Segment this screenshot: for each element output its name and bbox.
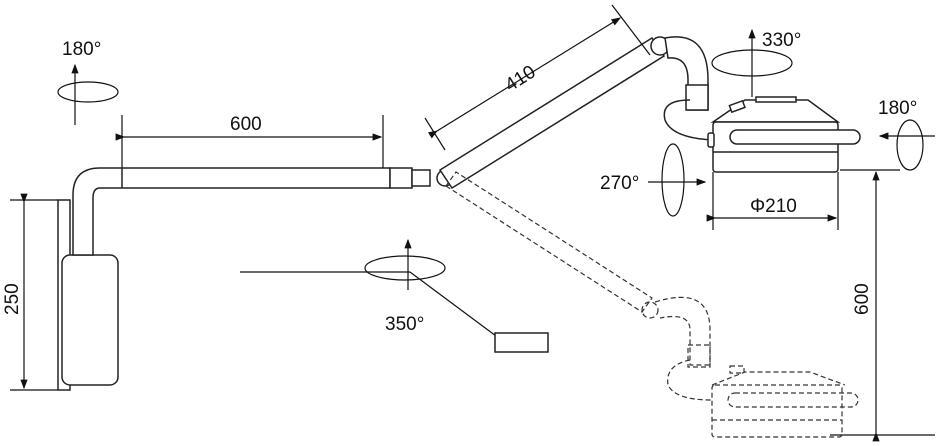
- arm-rotation-label: 350°: [385, 314, 424, 335]
- vertical-reach-dimension: 600: [830, 169, 935, 442]
- wall-rotation-indicator: 180°: [57, 39, 119, 125]
- horizontal-arm-label: 600: [230, 114, 262, 135]
- lowered-arm-position: [445, 171, 859, 438]
- head-vertical-rotation-label: 330°: [762, 30, 801, 51]
- upper-arm: [438, 36, 714, 190]
- horizontal-arm-dimension: 600: [115, 114, 384, 168]
- head-vertical-rotation-indicator: 330°: [711, 28, 801, 97]
- head-diameter-label: Φ210: [750, 196, 797, 217]
- wall-box-height-dimension: 250: [2, 193, 58, 391]
- arm-joint: [389, 167, 454, 189]
- head-side-rotation-indicator: 270°: [600, 143, 707, 217]
- vertical-reach-label: 600: [852, 283, 873, 315]
- lamp-head: [707, 96, 861, 173]
- head-tilt-rotation-indicator: 180°: [878, 98, 935, 171]
- head-diameter-dimension: Φ210: [706, 172, 839, 230]
- head-side-rotation-label: 270°: [600, 173, 639, 194]
- upper-arm-label: 410: [502, 62, 540, 97]
- wall-box-height-label: 250: [2, 283, 23, 315]
- wall-mount: [57, 167, 391, 391]
- arm-rotation-indicator: 350°: [240, 238, 549, 353]
- head-tilt-rotation-label: 180°: [878, 98, 917, 119]
- wall-rotation-label: 180°: [62, 39, 101, 60]
